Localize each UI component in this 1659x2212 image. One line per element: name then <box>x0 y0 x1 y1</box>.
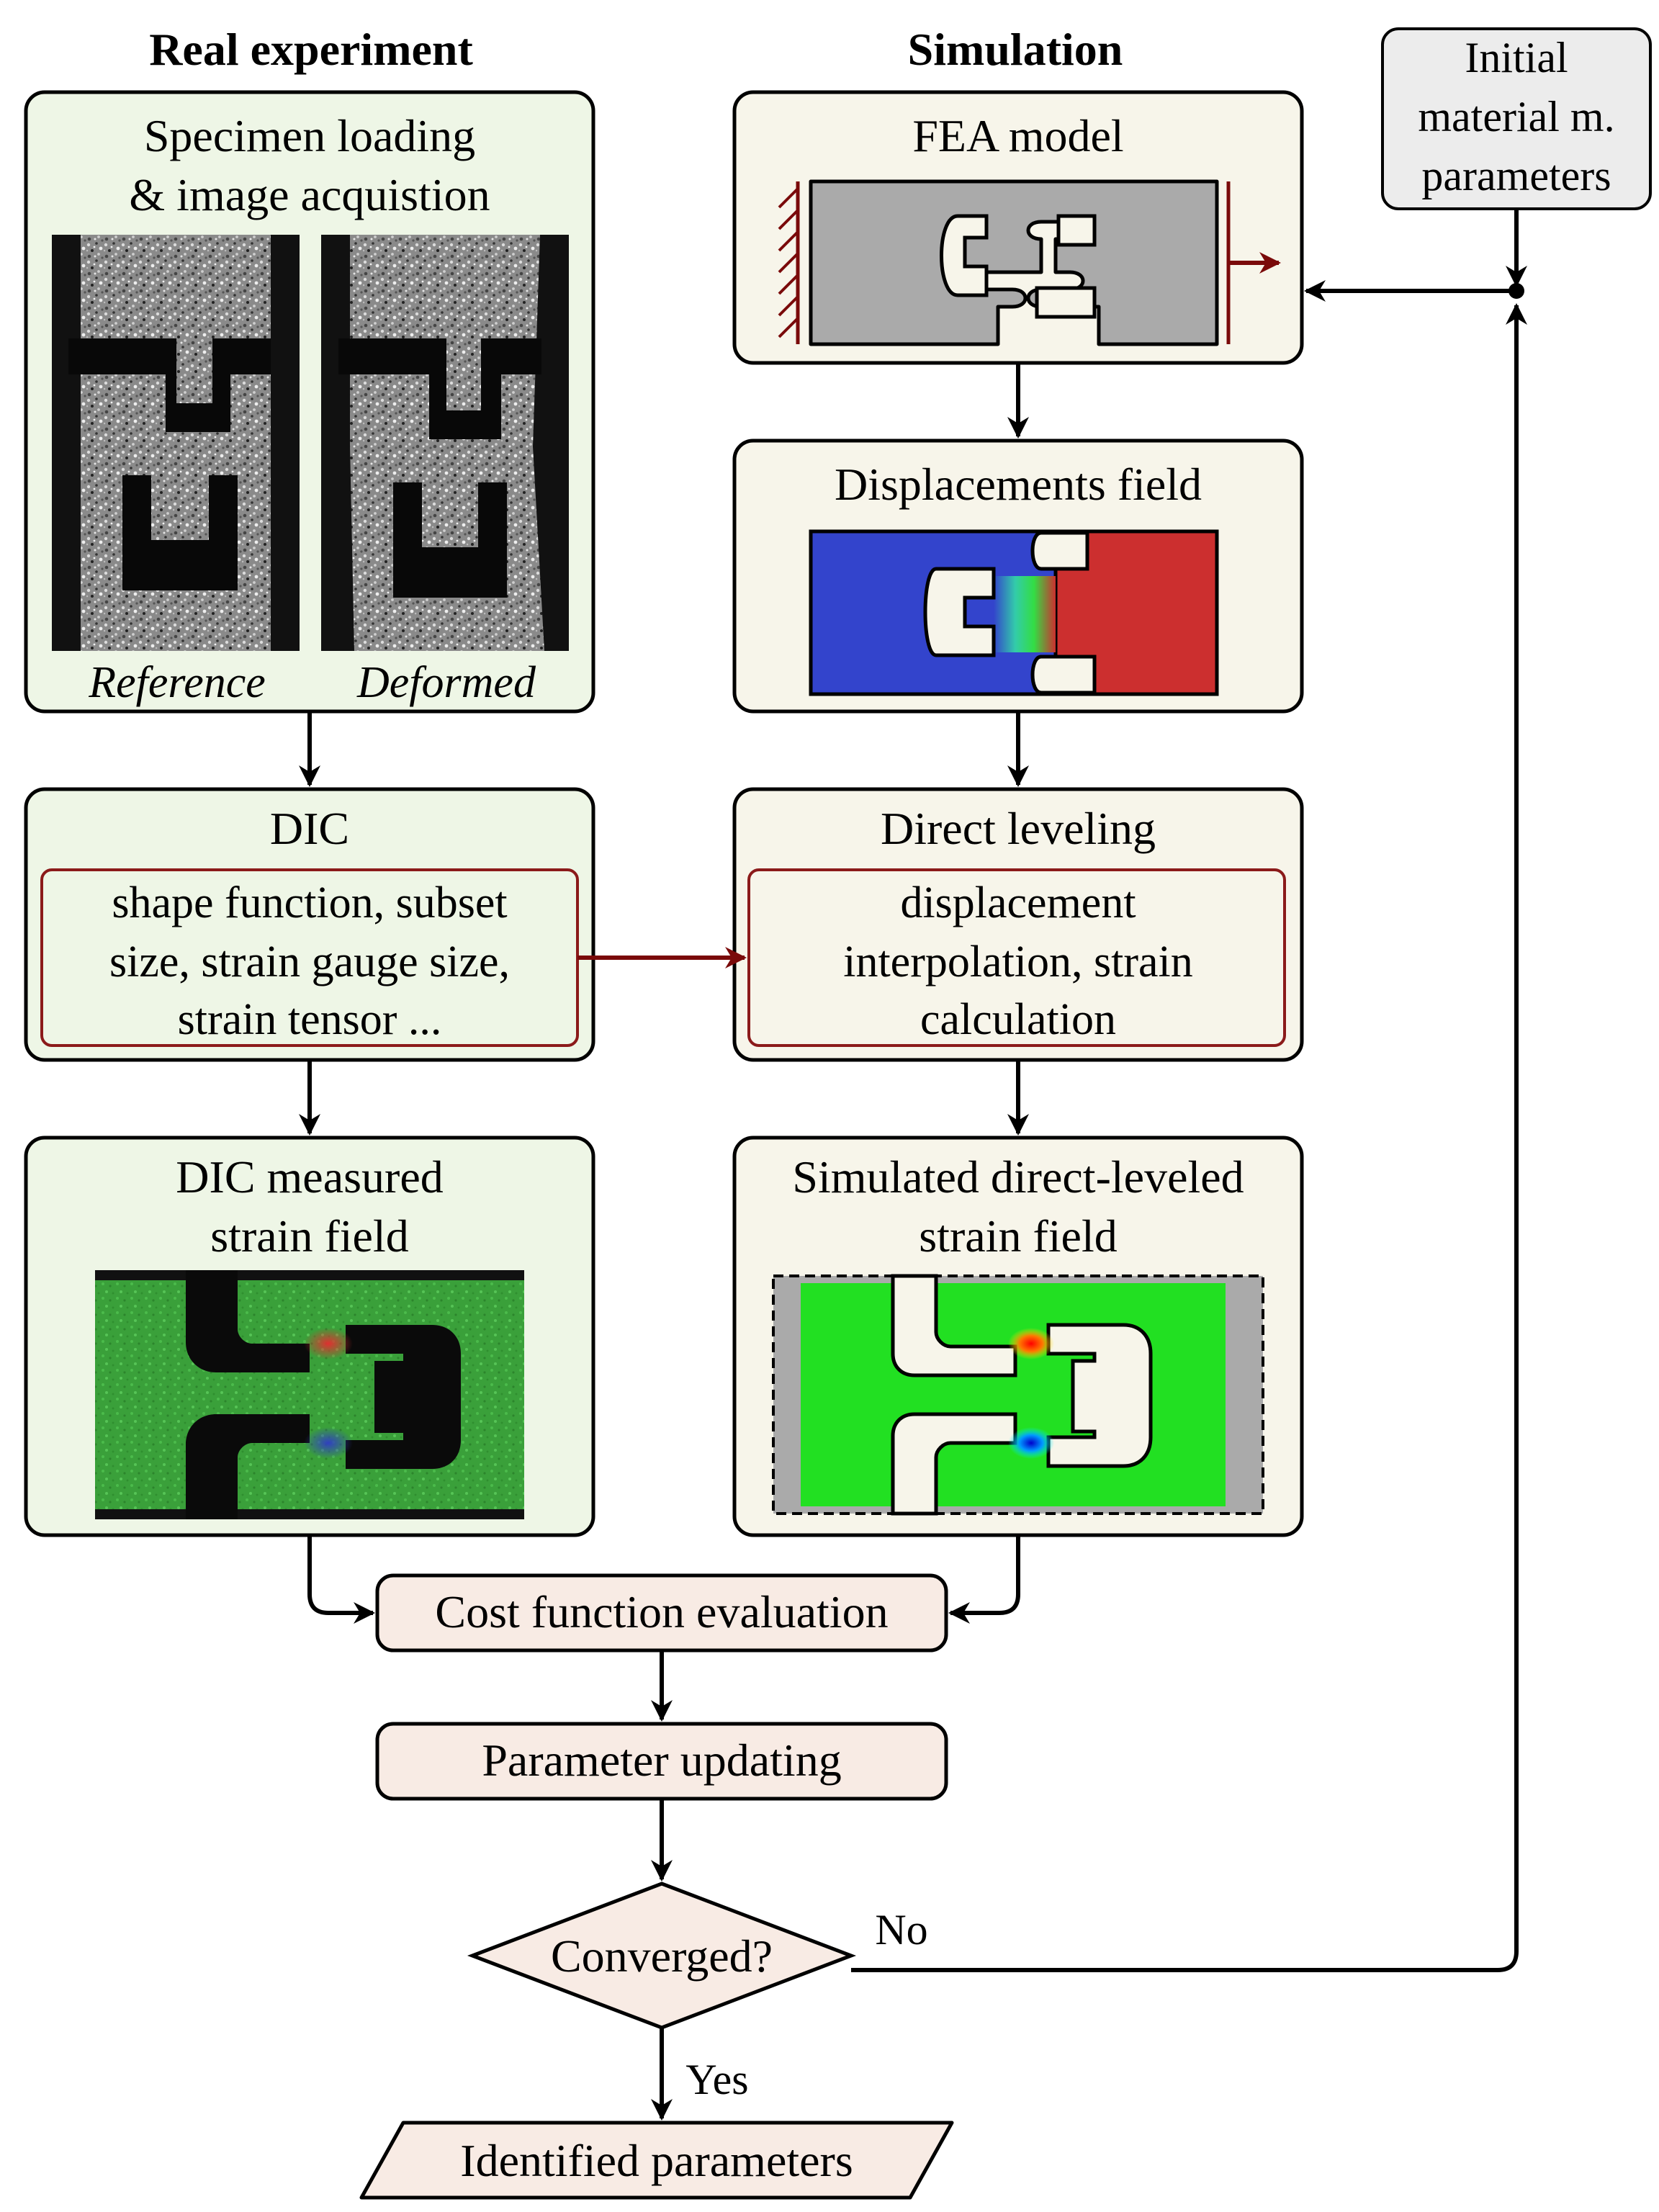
dic-line-1: shape function, subset <box>112 878 507 927</box>
arrow-measured-to-cost <box>307 1535 375 1624</box>
simulated-line-1: Simulated direct-leveled <box>792 1151 1244 1202</box>
result-label: Identified parameters <box>460 2135 853 2186</box>
initial-line-1: Initial <box>1465 34 1568 81</box>
displacements-field-box: Displacements field <box>732 439 1304 714</box>
dic-measured-box: DIC measured strain field <box>24 1136 595 1537</box>
dic-line-2: size, strain gauge size, <box>109 938 510 986</box>
cost-function-box: Cost function evaluation <box>375 1573 948 1653</box>
identified-parameters-box: Identified parameters <box>359 2121 954 2200</box>
simulated-strain-box: Simulated direct-leveled strain field <box>732 1136 1304 1537</box>
decision-label: Converged? <box>551 1930 773 1982</box>
direct-line-2: interpolation, strain <box>843 938 1193 986</box>
direct-settings-frame <box>747 868 1286 1047</box>
dic-measured-line-1: DIC measured <box>176 1151 443 1202</box>
no-label: No <box>875 1906 927 1954</box>
header-simulation: Simulation <box>908 24 1123 75</box>
initial-line-2: material m. <box>1418 93 1614 140</box>
fea-title: FEA model <box>912 110 1123 161</box>
measured-strain-image <box>95 1270 524 1519</box>
dic-measured-line-2: strain field <box>210 1210 408 1262</box>
direct-line-1: displacement <box>900 878 1136 927</box>
header-real-experiment: Real experiment <box>149 24 473 75</box>
fea-specimen-shape <box>809 179 1219 346</box>
dic-box: DIC shape function, subset size, strain … <box>24 787 595 1062</box>
converged-decision: Converged? <box>467 1881 857 2030</box>
dic-title: DIC <box>270 803 349 854</box>
dic-line-3: strain tensor ... <box>178 995 442 1044</box>
deformed-image <box>321 235 569 651</box>
arrow-simulated-to-cost <box>948 1535 1020 1624</box>
specimen-loading-box: Specimen loading & image acquistion Refe… <box>24 90 595 714</box>
caption-deformed: Deformed <box>356 658 536 707</box>
junction-dot <box>1509 283 1524 299</box>
connectors <box>299 209 1527 2121</box>
simulated-strain-image <box>772 1274 1264 1516</box>
specimen-line-2: & image acquistion <box>129 169 490 220</box>
displacement-field-shape <box>809 529 1219 696</box>
caption-reference: Reference <box>88 658 266 707</box>
parameter-updating-box: Parameter updating <box>375 1722 948 1801</box>
fixed-support-icon <box>778 181 800 344</box>
simulated-line-2: strain field <box>919 1210 1117 1262</box>
direct-title: Direct leveling <box>881 803 1156 854</box>
direct-leveling-box: Direct leveling displacement interpolati… <box>732 787 1304 1062</box>
yes-label: Yes <box>685 2056 748 2103</box>
displacements-title: Displacements field <box>835 459 1202 510</box>
initial-line-3: parameters <box>1421 152 1611 199</box>
reference-image <box>52 235 300 651</box>
cost-label: Cost function evaluation <box>435 1586 888 1637</box>
specimen-line-1: Specimen loading <box>144 110 475 161</box>
load-arrow-icon <box>1226 181 1281 344</box>
update-label: Parameter updating <box>482 1735 841 1786</box>
direct-line-3: calculation <box>920 995 1116 1044</box>
initial-parameters-box: Initial material m. parameters <box>1381 27 1652 210</box>
fea-model-box: FEA model <box>732 90 1304 365</box>
arrow-no-feedback <box>851 303 1527 1972</box>
